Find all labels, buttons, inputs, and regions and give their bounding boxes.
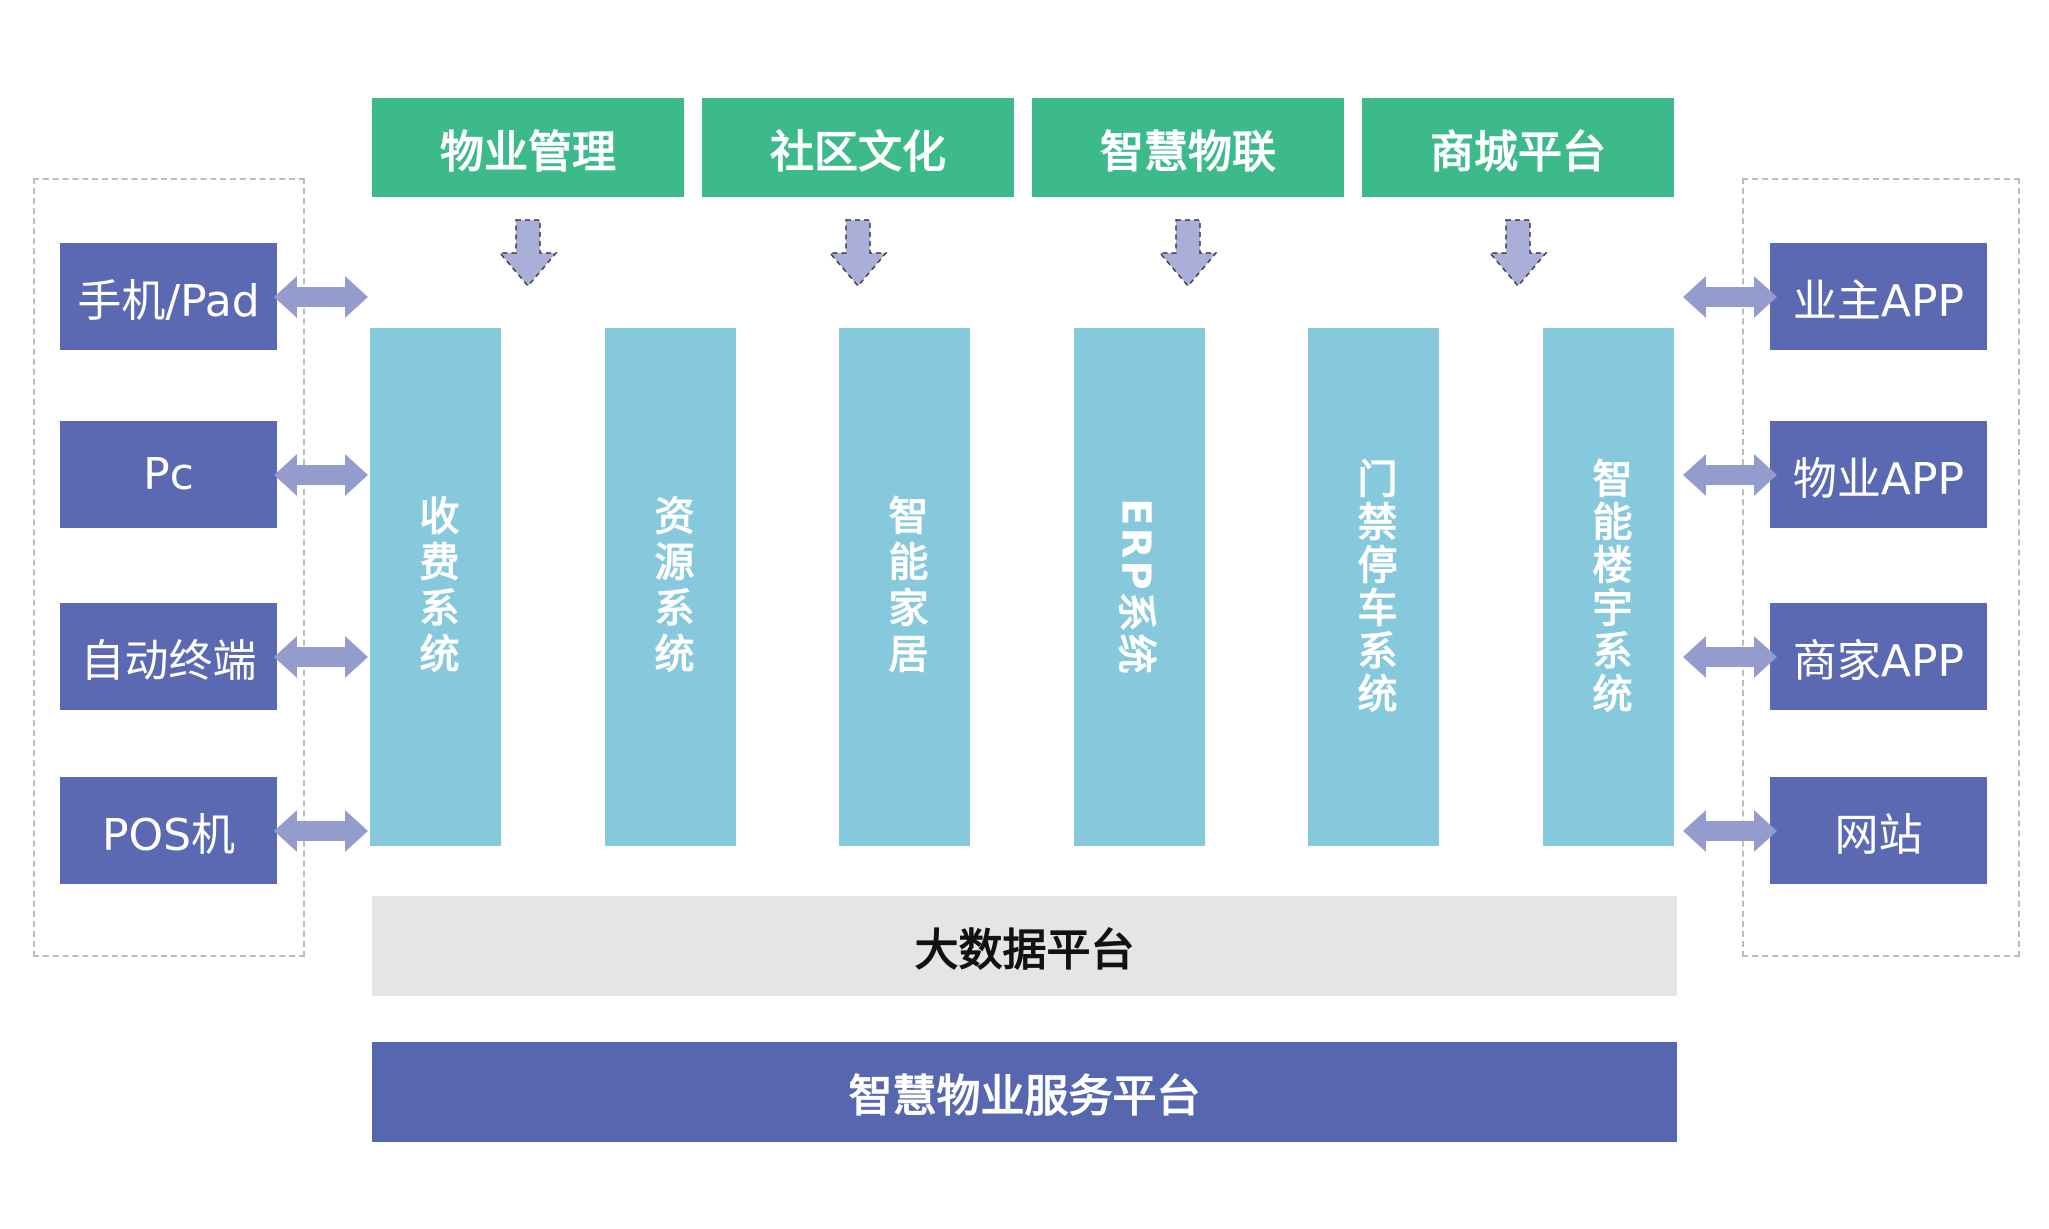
- system-label: 智能家居: [881, 495, 928, 679]
- bidirectional-arrow-icon: [274, 454, 368, 496]
- top-module-community-culture: 社区文化: [702, 98, 1014, 197]
- system-label: 收费系统: [412, 495, 459, 679]
- system-label: 门禁停车系统: [1350, 458, 1397, 716]
- system-label: 智能楼宇系统: [1585, 458, 1632, 716]
- bidirectional-arrow-icon: [1683, 810, 1777, 852]
- device-group-border: [33, 178, 305, 957]
- device-box-mobile-pad: 手机/Pad: [60, 243, 277, 350]
- system-column-access-parking: 门禁停车系统: [1308, 328, 1439, 846]
- bidirectional-arrow-icon: [1683, 636, 1777, 678]
- app-box-owner-app: 业主APP: [1770, 243, 1987, 350]
- down-arrow-icon: [1488, 219, 1548, 288]
- device-box-pc: Pc: [60, 421, 277, 528]
- big-data-platform-bar: 大数据平台: [372, 896, 1677, 996]
- system-column-smart-home: 智能家居: [839, 328, 970, 846]
- device-box-pos: POS机: [60, 777, 277, 884]
- top-module-smart-iot: 智慧物联: [1032, 98, 1344, 197]
- system-column-erp: ERP系统: [1074, 328, 1205, 846]
- top-module-mall-platform: 商城平台: [1362, 98, 1674, 197]
- system-column-charging: 收费系统: [370, 328, 501, 846]
- down-arrow-icon: [828, 219, 888, 288]
- app-box-merchant-app: 商家APP: [1770, 603, 1987, 710]
- bidirectional-arrow-icon: [1683, 276, 1777, 318]
- system-column-resource: 资源系统: [605, 328, 736, 846]
- down-arrow-icon: [1158, 219, 1218, 288]
- system-label: 资源系统: [647, 495, 694, 679]
- device-box-auto-terminal: 自动终端: [60, 603, 277, 710]
- app-group-border: [1742, 178, 2020, 957]
- top-module-property-management: 物业管理: [372, 98, 684, 197]
- bidirectional-arrow-icon: [1683, 454, 1777, 496]
- down-arrow-icon: [498, 219, 558, 288]
- system-label: ERP系统: [1112, 498, 1159, 676]
- app-box-property-app: 物业APP: [1770, 421, 1987, 528]
- bidirectional-arrow-icon: [274, 810, 368, 852]
- system-column-smart-building: 智能楼宇系统: [1543, 328, 1674, 846]
- bidirectional-arrow-icon: [274, 276, 368, 318]
- app-box-website: 网站: [1770, 777, 1987, 884]
- bidirectional-arrow-icon: [274, 636, 368, 678]
- smart-property-platform-bar: 智慧物业服务平台: [372, 1042, 1677, 1142]
